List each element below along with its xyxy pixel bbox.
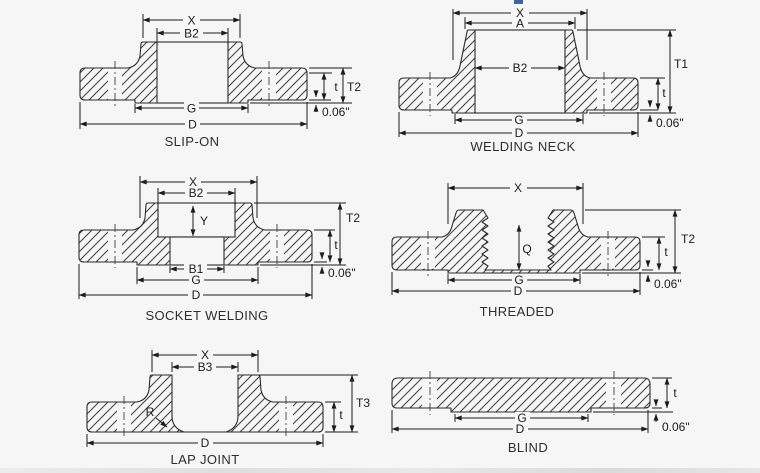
slip-on-diagram: X B2 G D t T2 0.06" <box>79 13 361 132</box>
diagram-title-socket-welding: SOCKET WELDING <box>145 308 269 323</box>
socket-welding-bolt-centerlines <box>114 224 278 268</box>
blind-diagram: G D t 0.06" <box>391 371 690 436</box>
dim-label-t2: T2 <box>346 211 360 225</box>
threaded-label-gaps <box>510 182 527 297</box>
socket-welding-socket-bore <box>157 202 236 238</box>
threaded-flange-body <box>391 209 641 274</box>
dim-label-t2: T2 <box>681 232 695 246</box>
dim-label-x: X <box>516 6 524 20</box>
dim-label-r: R <box>146 405 155 419</box>
dim-label-t: t <box>664 245 668 259</box>
blind-bolt-centerlines <box>429 371 615 415</box>
threaded-bolt-centerlines <box>427 231 609 276</box>
dim-label-t2: T2 <box>347 80 361 94</box>
socket-welding-label-gaps <box>184 176 207 301</box>
dim-label-t3: T3 <box>356 396 370 410</box>
blind-flange-body <box>391 377 651 413</box>
dim-label-t: t <box>334 238 338 252</box>
dim-label-d: D <box>201 436 210 450</box>
dim-label-t: t <box>673 386 677 400</box>
dim-label-raised-face: 0.06" <box>662 420 690 434</box>
dim-label-g: G <box>514 273 523 287</box>
bottom-edge-shadow <box>0 468 760 473</box>
dim-label-g: G <box>191 273 200 287</box>
diagram-title-blind: BLIND <box>507 440 549 455</box>
socket-welding-diagram: X B2 Y B1 G D T2 t 0.06" <box>78 175 360 302</box>
lap-joint-flange-body <box>86 374 324 433</box>
dim-label-d: D <box>516 422 525 436</box>
diagram-title-slip-on: SLIP-ON <box>164 134 220 149</box>
dim-label-raised-face: 0.06" <box>322 105 350 119</box>
lap-joint-diagram: X B3 R D T3 t <box>86 348 370 450</box>
dim-label-x: X <box>201 348 209 362</box>
dim-label-d: D <box>188 118 197 132</box>
slip-on-bolt-centerlines <box>114 61 270 107</box>
welding-neck-diagram: X A B2 G D T1 t 0.06" <box>398 6 688 140</box>
socket-welding-lower-bore <box>169 236 225 266</box>
dim-label-a: A <box>516 17 524 31</box>
dim-label-b1: B1 <box>189 262 204 276</box>
dim-label-d: D <box>192 288 201 302</box>
dim-label-raised-face: 0.06" <box>654 277 682 291</box>
dim-label-x: X <box>189 175 197 189</box>
threaded-diagram: X Q G D T2 t 0.06" <box>391 181 695 298</box>
diagram-title-welding-neck: WELDING NECK <box>470 139 576 154</box>
welding-neck-bolt-centerlines <box>429 72 605 116</box>
dim-label-b2: B2 <box>189 186 204 200</box>
diagram-title-threaded: THREADED <box>479 304 555 319</box>
lap-joint-label-gaps <box>194 349 216 449</box>
dim-label-raised-face: 0.06" <box>656 116 684 130</box>
lap-joint-bolt-centerlines <box>123 396 287 438</box>
dim-label-b2: B2 <box>184 27 199 41</box>
dim-label-d: D <box>514 284 523 298</box>
dim-label-t: t <box>334 80 338 94</box>
dim-label-raised-face: 0.06" <box>328 266 356 280</box>
dim-label-g: G <box>514 113 523 127</box>
blind-label-gaps <box>513 412 530 435</box>
dim-label-b3: B3 <box>198 360 213 374</box>
dim-label-y: Y <box>200 214 208 228</box>
welding-neck-label-gaps <box>509 7 531 139</box>
diagram-title-lap-joint: LAP JOINT <box>170 452 240 467</box>
dim-label-g: G <box>517 411 526 425</box>
dim-label-q: Q <box>522 242 531 256</box>
slip-on-bore <box>156 41 229 104</box>
dim-label-d: D <box>515 126 524 140</box>
dim-label-t1: T1 <box>674 57 688 71</box>
dim-label-b2: B2 <box>513 61 528 75</box>
dim-label-x: X <box>514 181 522 195</box>
dim-label-x: X <box>187 14 195 28</box>
dim-label-t: t <box>339 408 343 422</box>
dim-label-t: t <box>662 86 666 100</box>
blue-mark <box>514 0 523 4</box>
dim-label-g: G <box>187 102 196 116</box>
lap-joint-radius-pointer <box>155 417 168 428</box>
slip-on-label-gaps <box>180 13 203 131</box>
